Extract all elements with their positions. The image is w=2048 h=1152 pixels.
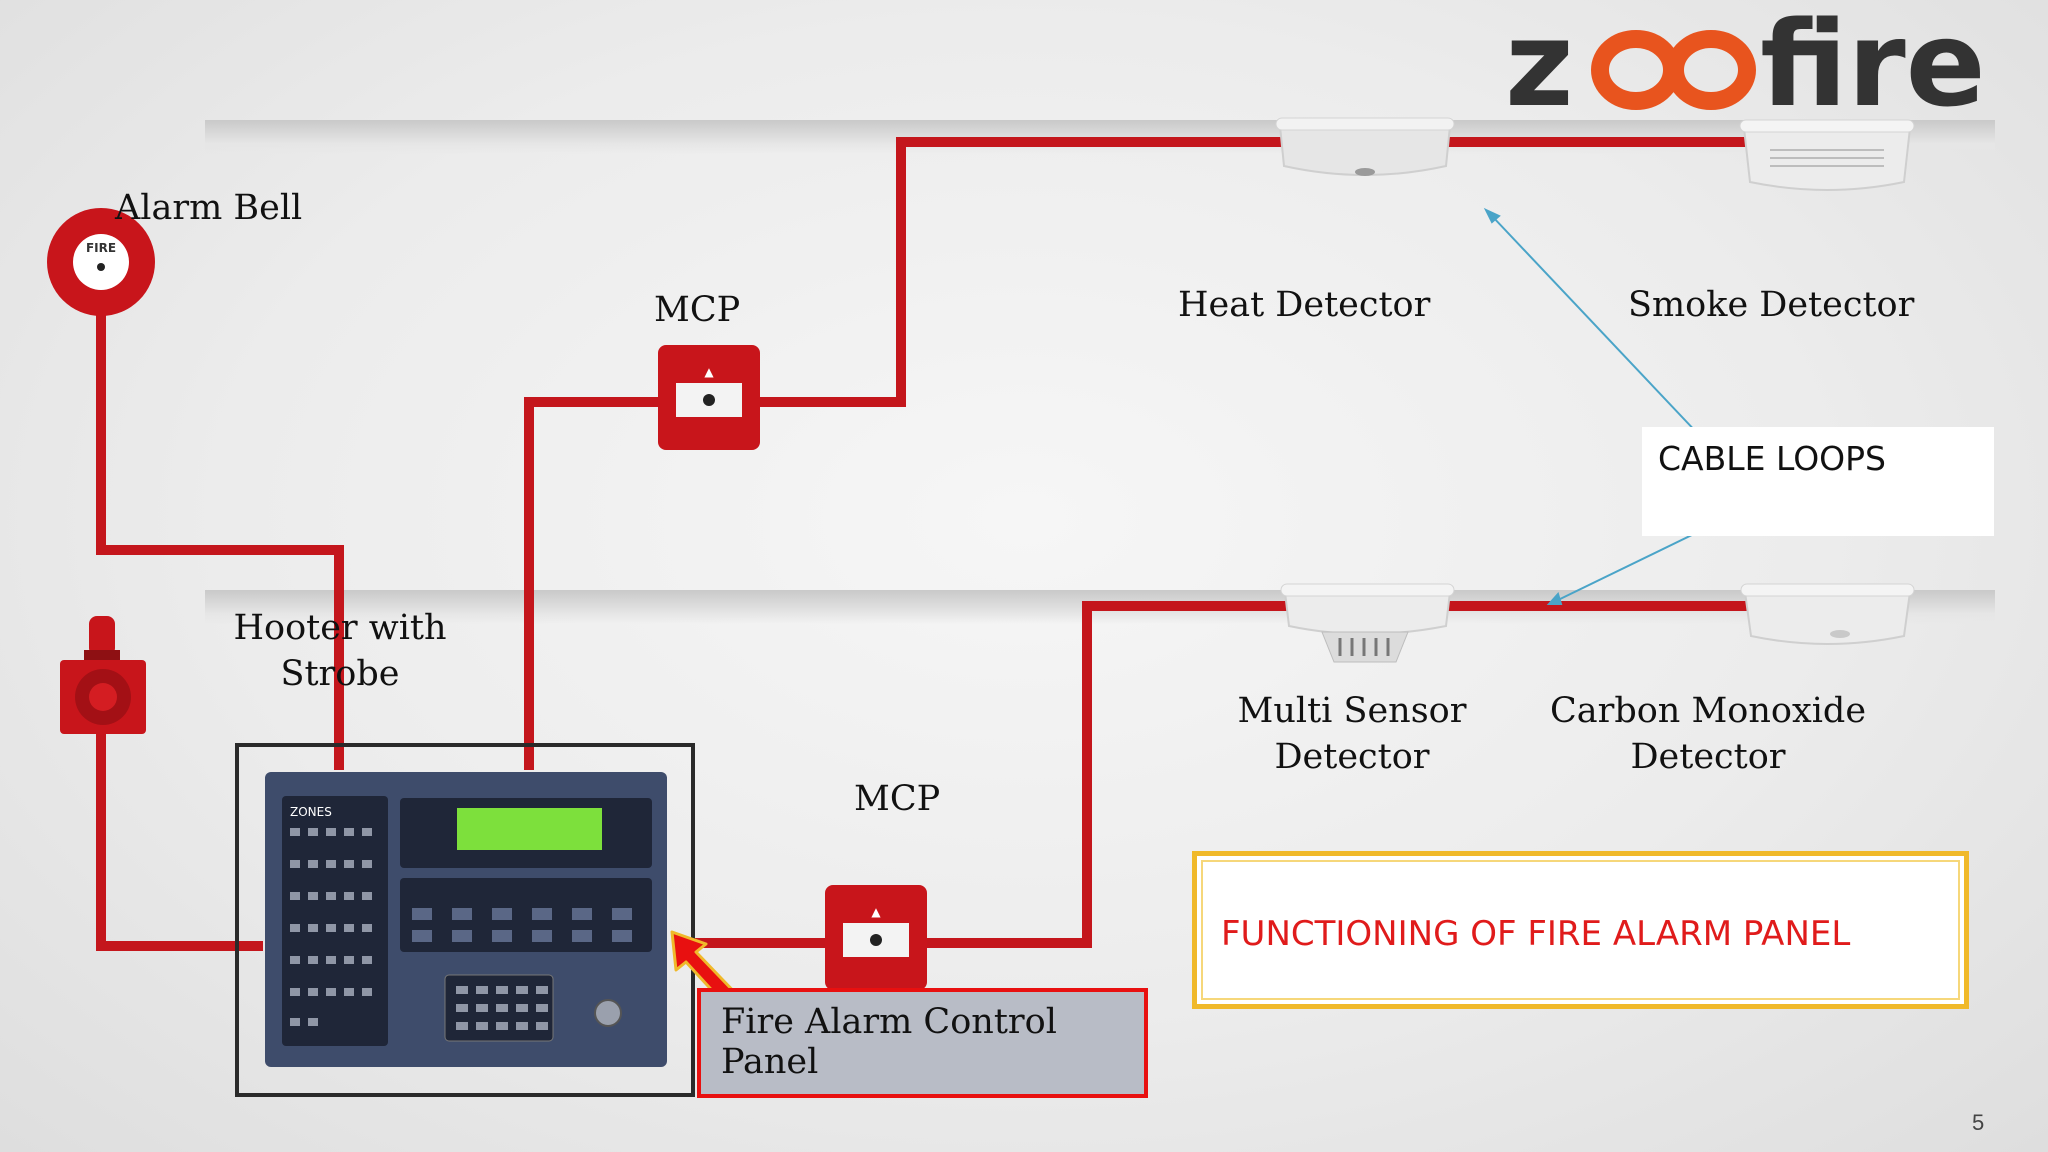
- label-multi-sensor-line1: Multi Sensor: [1237, 691, 1467, 731]
- carbon-monoxide-detector-icon: [1740, 583, 1915, 645]
- cable-hooter: [96, 720, 263, 951]
- alarm-bell-icon: FIRE: [47, 208, 155, 316]
- zones-label: ZONES: [290, 805, 332, 819]
- label-heat-detector: Heat Detector: [1178, 285, 1431, 325]
- heat-detector-icon: [1275, 117, 1455, 176]
- label-mcp-bottom: MCP: [854, 779, 941, 819]
- mcp-top-icon: ▲: [658, 345, 760, 450]
- label-multi-sensor: Multi Sensor Detector: [1222, 688, 1482, 780]
- pointer-line-top: [1491, 215, 1719, 456]
- logo-z: z: [1505, 0, 1574, 133]
- pointer-arrowhead-bottom: [1546, 592, 1563, 605]
- cable-bottom-loop: [924, 601, 1290, 948]
- functioning-title-text: FUNCTIONING OF FIRE ALARM PANEL: [1221, 914, 1851, 954]
- logo-loop-icon: [1591, 30, 1756, 110]
- panel-caption-box: Fire Alarm Control Panel: [697, 988, 1148, 1098]
- label-hooter-line2: Strobe: [280, 654, 400, 694]
- label-multi-sensor-line2: Detector: [1274, 737, 1430, 777]
- cable-top-loop: [755, 137, 1285, 407]
- panel-caption-text: Fire Alarm Control Panel: [721, 1002, 1057, 1082]
- label-smoke-detector: Smoke Detector: [1628, 285, 1915, 325]
- page-number: 5: [1972, 1110, 1985, 1135]
- label-carbon-monoxide: Carbon Monoxide Detector: [1548, 688, 1868, 780]
- label-mcp-top: MCP: [654, 290, 741, 330]
- pointer-arrowhead-top: [1483, 207, 1501, 224]
- multi-sensor-detector-icon: [1280, 583, 1455, 663]
- label-hooter-line1: Hooter with: [233, 608, 447, 648]
- bell-text: FIRE: [86, 241, 116, 255]
- cable-loops-text: CABLE LOOPS: [1658, 439, 1886, 478]
- cable-mcp-top: [524, 397, 666, 770]
- smoke-detector-icon: [1739, 119, 1915, 191]
- label-carbon-line1: Carbon Monoxide: [1549, 691, 1867, 731]
- control-panel-icon: ZONES: [265, 772, 667, 1067]
- label-carbon-line2: Detector: [1630, 737, 1786, 777]
- label-hooter: Hooter with Strobe: [230, 605, 450, 697]
- mcp-bottom-icon: ▲: [825, 885, 927, 990]
- label-alarm-bell: Alarm Bell: [115, 188, 303, 228]
- panel-frame: [235, 743, 695, 1097]
- hooter-strobe-icon: [60, 616, 146, 734]
- svg-text:▲: ▲: [704, 365, 714, 379]
- functioning-title-box: FUNCTIONING OF FIRE ALARM PANEL: [1192, 851, 1969, 1009]
- zoofire-logo: z fire: [1505, 0, 1986, 133]
- cable-loops-callout: CABLE LOOPS: [1642, 427, 1994, 536]
- cable-bell: [96, 300, 344, 770]
- svg-text:▲: ▲: [871, 905, 881, 919]
- logo-fire: fire: [1760, 0, 1986, 133]
